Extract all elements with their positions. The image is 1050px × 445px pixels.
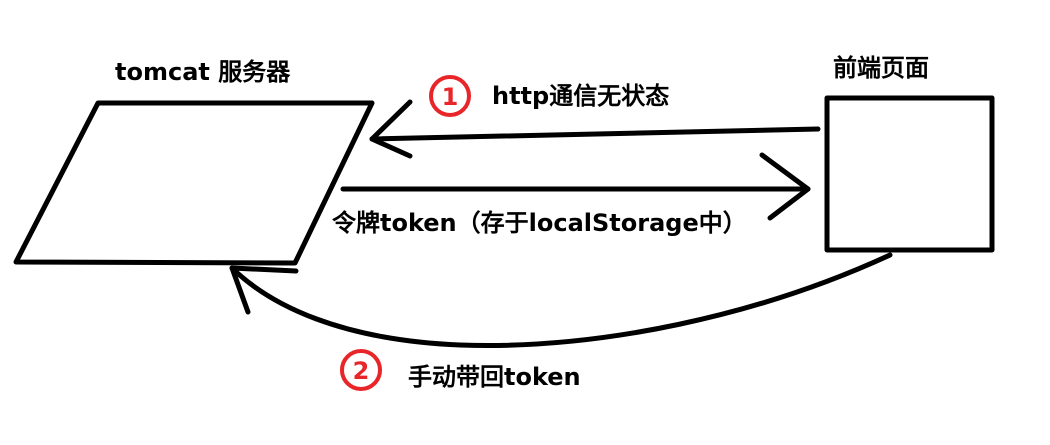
server-node <box>13 100 375 266</box>
request-arrow <box>369 99 821 159</box>
step-2-badge: 2 <box>340 349 382 391</box>
server-label: tomcat 服务器 <box>115 58 291 86</box>
step-1-label: http通信无状态 <box>492 82 669 110</box>
frontend-node <box>824 95 995 253</box>
token-label: 令牌token（存于localStorage中） <box>332 209 747 237</box>
frontend-label: 前端页面 <box>833 54 929 82</box>
step-2-number: 2 <box>353 357 370 385</box>
return-arrow <box>229 252 893 348</box>
step-1-number: 1 <box>442 83 459 111</box>
token-arrow <box>340 152 811 221</box>
step-2-circle <box>340 349 382 391</box>
step-2-label: 手动带回token <box>408 363 581 391</box>
step-1-badge: 1 <box>429 75 471 117</box>
step-1-circle <box>429 75 471 117</box>
